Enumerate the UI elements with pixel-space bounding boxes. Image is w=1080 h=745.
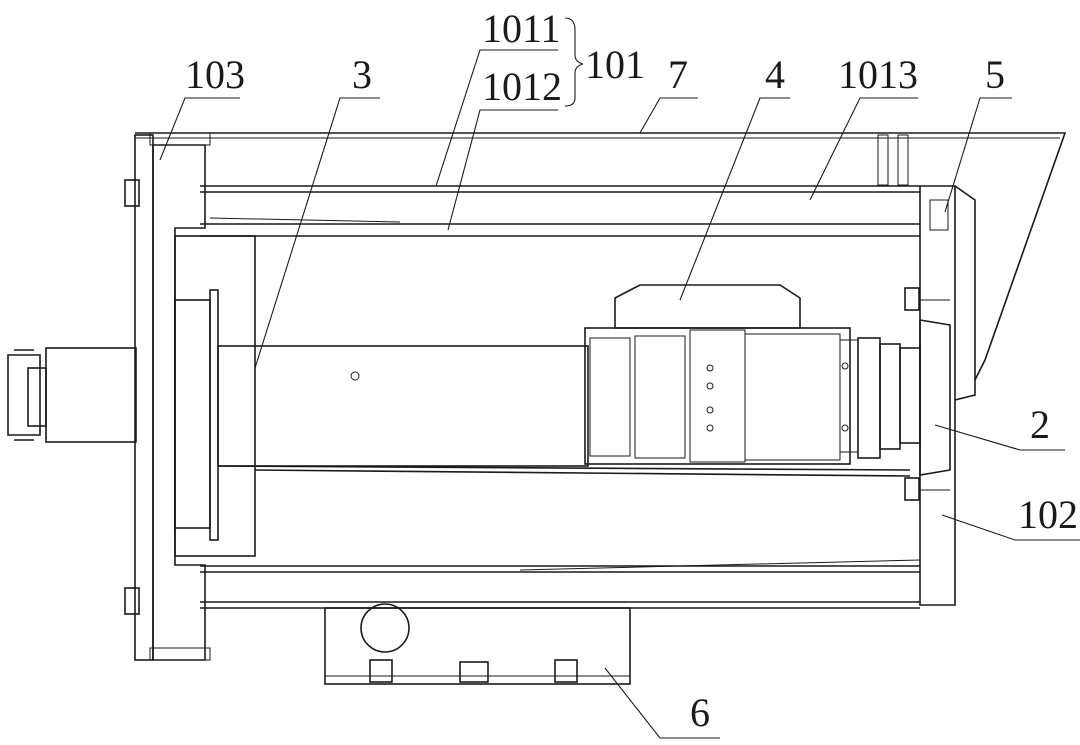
sunshade-cover <box>135 132 1067 381</box>
front-window <box>899 287 951 501</box>
front-end-cap <box>919 185 976 606</box>
main-bracket <box>174 235 911 557</box>
label-1012: 1012 <box>482 64 562 109</box>
label-5: 5 <box>985 52 1005 97</box>
bottom-mount <box>324 603 631 685</box>
label-102: 102 <box>1018 492 1078 537</box>
label-1011: 1011 <box>482 6 561 51</box>
label-2: 2 <box>1030 402 1050 447</box>
label-1013: 1013 <box>838 52 918 97</box>
camera-module <box>584 284 901 465</box>
rear-end-cap <box>124 132 211 661</box>
label-3: 3 <box>352 52 372 97</box>
label-101: 101 <box>585 42 645 87</box>
leader-lines <box>159 17 1080 739</box>
rear-cable-connector <box>7 347 137 443</box>
label-103: 103 <box>185 52 245 97</box>
label-7: 7 <box>668 52 688 97</box>
label-4: 4 <box>765 52 785 97</box>
callout-labels: 103 3 1011 1012 101 7 4 1013 5 2 102 6 <box>185 6 1078 735</box>
housing-tube <box>200 185 921 609</box>
label-6: 6 <box>690 690 710 735</box>
